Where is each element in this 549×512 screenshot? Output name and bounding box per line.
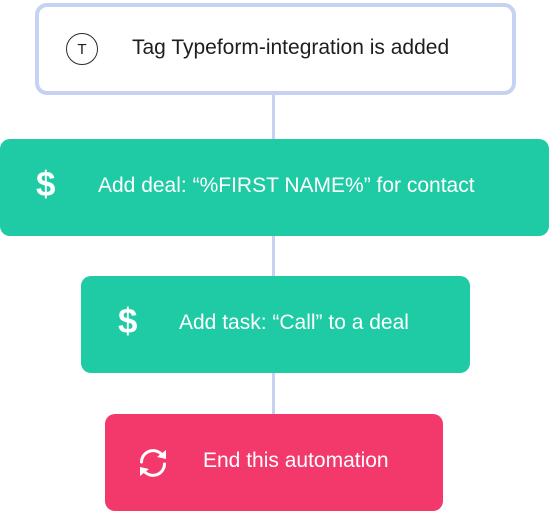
step-label: Add deal: “%FIRST NAME%” for contact (98, 174, 475, 197)
connector-line (272, 373, 275, 414)
step-label: Add task: “Call” to a deal (179, 311, 409, 334)
tag-badge-icon: T (66, 33, 98, 65)
connector-line (272, 236, 275, 276)
end-label: End this automation (203, 449, 389, 472)
dollar-icon: $ (118, 302, 138, 341)
add-deal-step[interactable]: $ Add deal: “%FIRST NAME%” for contact (0, 139, 549, 236)
trigger-label: Tag Typeform-integration is added (132, 36, 450, 59)
add-task-step[interactable]: $ Add task: “Call” to a deal (81, 276, 470, 373)
connector-line (272, 95, 275, 139)
end-automation-step[interactable]: End this automation (105, 414, 443, 511)
refresh-icon (140, 449, 166, 477)
trigger-node[interactable]: T Tag Typeform-integration is added (35, 3, 516, 95)
dollar-icon: $ (36, 165, 56, 204)
